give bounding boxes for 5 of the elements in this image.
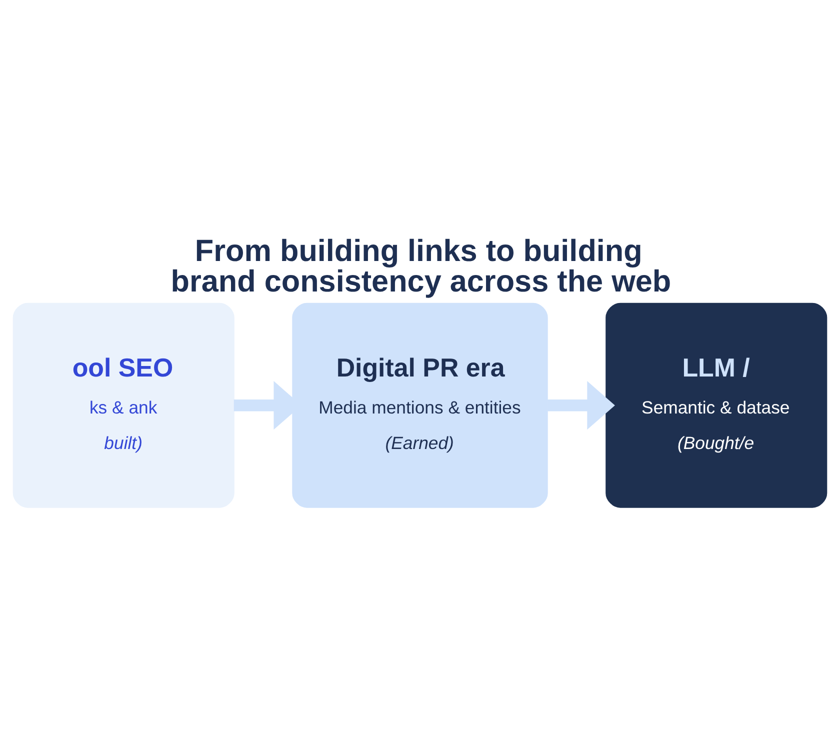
arrow bbox=[548, 381, 615, 430]
node-box: LLM / Semantic & datase (Bought/e bbox=[606, 302, 828, 508]
node-box: ool SEO ks & ank built) bbox=[12, 302, 234, 508]
node-box: Digital PR era Media mentions & entities (Earned) bbox=[292, 302, 548, 508]
diagram-title: From building links to building brand consistency across the web bbox=[170, 234, 672, 298]
